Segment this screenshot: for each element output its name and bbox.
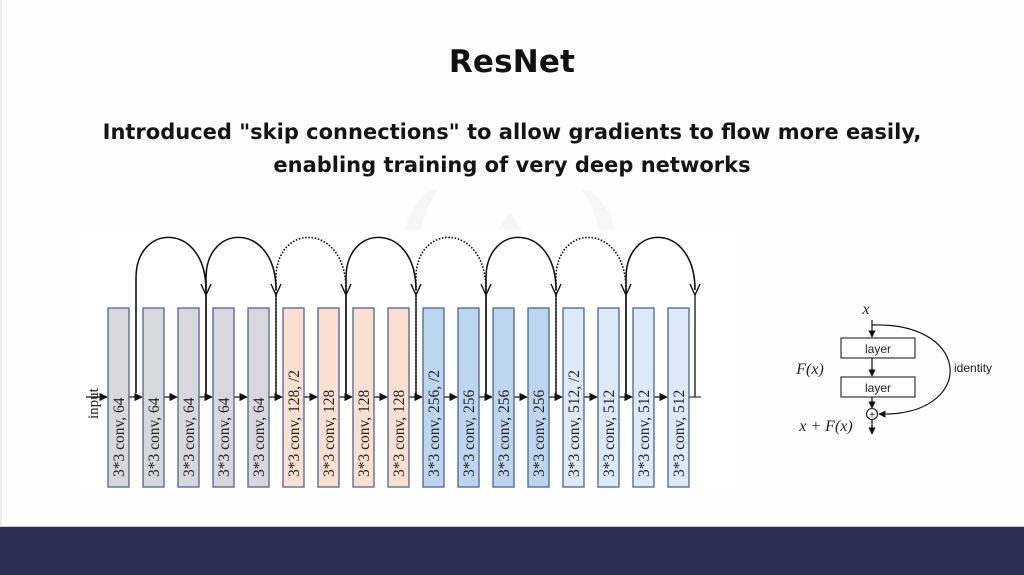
identity-skip-connection: [135, 236, 207, 393]
conv-layer: 3*3 conv, 64: [107, 307, 130, 488]
conv-layer-label: 3*3 conv, 512: [671, 390, 688, 477]
conv-layer-label: 3*3 conv, 128: [356, 390, 373, 477]
conv-layer-label: 3*3 conv, 256: [496, 390, 513, 477]
conv-layer-box: [492, 307, 515, 488]
conv-layer-label: 3*3 conv, 128: [321, 390, 338, 477]
slide-edge: [0, 0, 2, 526]
identity-skip-connection: [205, 236, 277, 393]
conv-layer-box: [597, 307, 620, 488]
conv-layer: 3*3 conv, 128: [387, 307, 410, 488]
residual-block-diagram: x layer layer + F(x) identity x + F(x): [795, 301, 992, 435]
identity-skip-connection: [625, 236, 696, 393]
conv-layer-box: [247, 307, 270, 488]
projection-skip-connection: [415, 236, 487, 393]
conv-layer: 3*3 conv, 256, /2: [422, 307, 445, 488]
conv-layer-label: 3*3 conv, 64: [146, 397, 163, 477]
conv-layer: 3*3 conv, 128, /2: [282, 307, 305, 488]
subtitle-line-2: enabling training of very deep networks: [273, 153, 751, 177]
conv-layer: 3*3 conv, 128: [317, 307, 340, 488]
conv-layer-box: [562, 307, 585, 488]
conv-layer-label: 3*3 conv, 256, /2: [426, 370, 443, 477]
slide-title: ResNet: [448, 44, 576, 80]
slide-subtitle: Introduced "skip connections" to allow g…: [40, 116, 984, 182]
residual-layer-1-label: layer: [865, 342, 891, 356]
conv-layer: 3*3 conv, 256: [527, 307, 550, 488]
identity-skip-connection: [345, 236, 417, 393]
conv-layer-label: 3*3 conv, 64: [216, 397, 233, 477]
conv-layer: 3*3 conv, 64: [247, 307, 270, 488]
conv-layer-box: [317, 307, 340, 488]
conv-layer-box: [387, 307, 410, 488]
conv-layer-label: 3*3 conv, 512, /2: [566, 370, 583, 477]
conv-layer-box: [667, 307, 690, 488]
conv-layer-label: 3*3 conv, 256: [531, 390, 548, 477]
resnet-architecture-diagram: 3*3 conv, 64 3*3 conv, 64 3*3 conv, 64 3*3 …: [86, 236, 701, 488]
conv-layer: 3*3 conv, 512: [667, 307, 690, 488]
conv-layer-box: [212, 307, 235, 488]
conv-layer: 3*3 conv, 64: [177, 307, 200, 488]
conv-layer: 3*3 conv, 512: [632, 307, 655, 488]
function-label: F(x): [795, 361, 824, 378]
add-node: [865, 407, 879, 421]
footer-bar: [0, 526, 1024, 575]
conv-layer-box: [352, 307, 375, 488]
residual-input-label: x: [861, 301, 869, 318]
conv-layer-label: 3*3 conv, 512: [601, 390, 618, 477]
conv-layer-label: 3*3 conv, 512: [636, 390, 653, 477]
conv-layer: 3*3 conv, 64: [212, 307, 235, 488]
conv-layer-box: [632, 307, 655, 488]
conv-layer-label: 3*3 conv, 128, /2: [286, 370, 303, 477]
conv-layer-label: 3*3 conv, 128: [391, 390, 408, 477]
conv-layer: 3*3 conv, 256: [457, 307, 480, 488]
conv-layer: 3*3 conv, 256: [492, 307, 515, 488]
conv-layer-label: 3*3 conv, 64: [111, 397, 128, 477]
subtitle-line-1: Introduced "skip connections" to allow g…: [102, 120, 922, 144]
residual-layer-2-label: layer: [865, 381, 891, 395]
identity-skip-connection: [485, 236, 557, 393]
identity-label: identity: [954, 361, 992, 375]
output-label: x + F(x): [798, 418, 852, 435]
skip-connections: [135, 236, 701, 397]
conv-layer-label: 3*3 conv, 64: [251, 397, 268, 477]
conv-layer-box: [177, 307, 200, 488]
residual-layer-1: [840, 337, 916, 359]
conv-layer: 3*3 conv, 512: [597, 307, 620, 488]
resnet-diagram-panel: 3*3 conv, 64 3*3 conv, 64 3*3 conv, 64 3*3 …: [80, 230, 740, 492]
identity-connection: [871, 324, 951, 418]
conv-layer-box: [282, 307, 305, 488]
conv-layer: 3*3 conv, 64: [142, 307, 165, 488]
add-symbol: +: [869, 410, 875, 421]
conv-layer: 3*3 conv, 128: [352, 307, 375, 488]
conv-layer-box: [422, 307, 445, 488]
residual-layer-2: [840, 376, 916, 398]
conv-layer-box: [457, 307, 480, 488]
projection-skip-connection: [555, 236, 627, 393]
conv-layers: 3*3 conv, 64 3*3 conv, 64 3*3 conv, 64 3*3 …: [107, 307, 690, 488]
projection-skip-connection: [275, 236, 347, 393]
conv-layer-box: [527, 307, 550, 488]
input-label: input: [86, 387, 102, 419]
conv-layer-label: 3*3 conv, 256: [461, 390, 478, 477]
conv-layer-box: [142, 307, 165, 488]
conv-layer: 3*3 conv, 512, /2: [562, 307, 585, 488]
conv-layer-box: [107, 307, 130, 488]
conv-layer-label: 3*3 conv, 64: [181, 397, 198, 477]
